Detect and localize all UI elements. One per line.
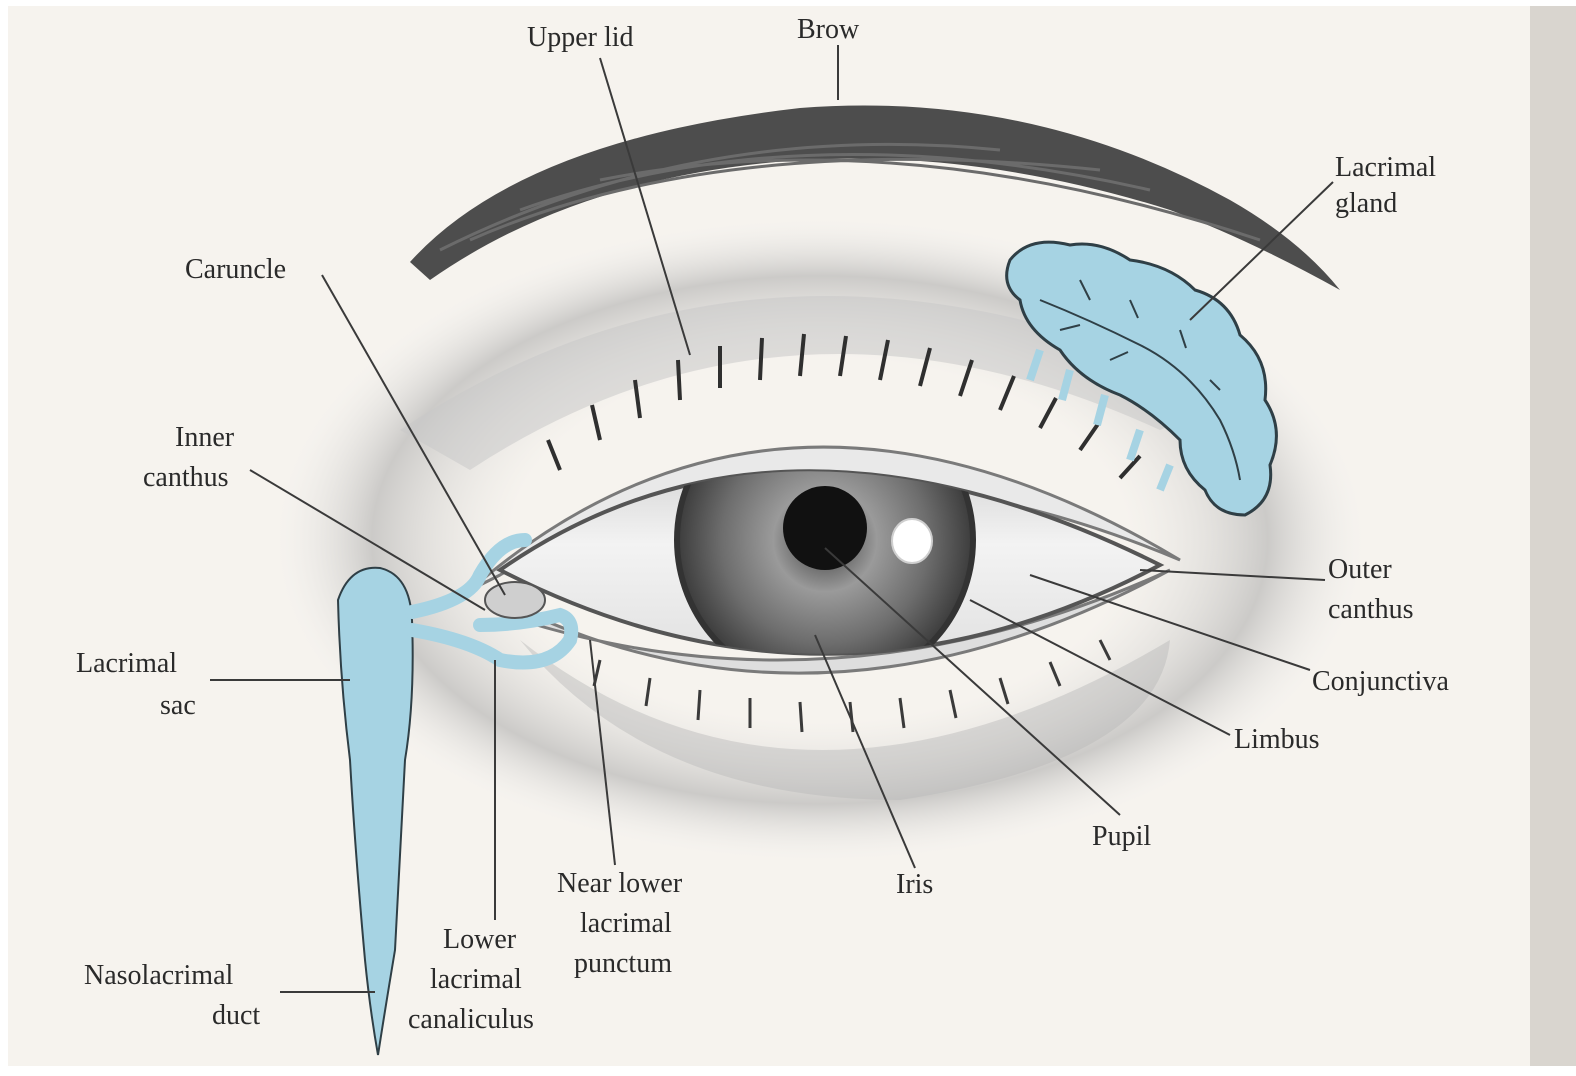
inner-canthus-label-line1: Inner xyxy=(175,422,235,453)
corneal-highlight xyxy=(892,519,932,563)
nasolacrimal-duct-label-line1: Nasolacrimal xyxy=(84,960,233,991)
caruncle xyxy=(485,582,545,618)
nasolacrimal-duct-label-line2: duct xyxy=(212,1000,260,1031)
lacrimal-sac-label-line1: Lacrimal xyxy=(76,648,177,679)
conjunctiva-label: Conjunctiva xyxy=(1312,666,1449,697)
upper-lid-label: Upper lid xyxy=(527,22,634,53)
lower-canaliculus-label-line3: canaliculus xyxy=(408,1004,534,1035)
outer-canthus-label-line1: Outer xyxy=(1328,554,1392,585)
page-edge-shadow xyxy=(1530,6,1576,1066)
lower-canaliculus-label-line1: Lower xyxy=(443,924,517,955)
lower-canaliculus-label-line2: lacrimal xyxy=(430,964,522,995)
pupil-label: Pupil xyxy=(1092,821,1151,852)
inner-canthus-label-line2: canthus xyxy=(143,462,229,493)
caruncle-label: Caruncle xyxy=(185,254,286,285)
pupil xyxy=(783,486,867,570)
lacrimal-gland-label-line1: Lacrimal xyxy=(1335,152,1436,183)
lacrimal-gland-label-line2: gland xyxy=(1335,188,1397,219)
lacrimal-sac-label-line2: sac xyxy=(160,690,196,721)
outer-canthus-label-line2: canthus xyxy=(1328,594,1414,625)
near-lower-punctum-label-line3: punctum xyxy=(574,948,672,979)
near-lower-punctum-label-line1: Near lower xyxy=(557,868,683,899)
iris-label: Iris xyxy=(896,869,933,900)
brow-label: Brow xyxy=(797,14,860,45)
near-lower-punctum-label-line2: lacrimal xyxy=(580,908,672,939)
limbus-label: Limbus xyxy=(1234,724,1320,755)
